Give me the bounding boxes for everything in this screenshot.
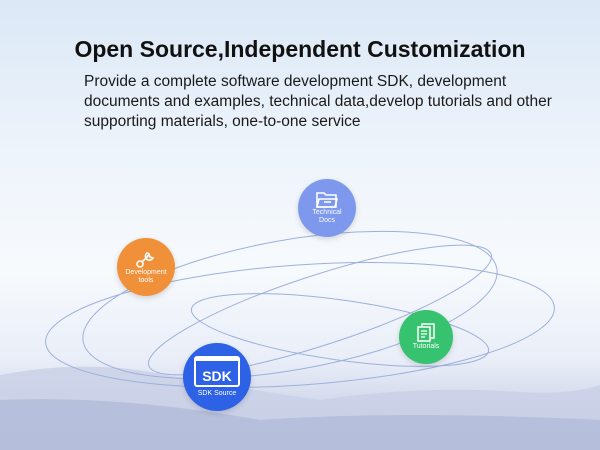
node-label: SDK Source <box>197 390 237 397</box>
node-label: Technical <box>312 209 342 216</box>
description: Provide a complete software development … <box>84 73 552 130</box>
folder-icon <box>315 192 339 208</box>
technical-docs-node: Technical Docs <box>298 179 356 237</box>
page-title: Open Source,Independent Customization <box>74 36 526 62</box>
sdk-window-icon: SDK <box>194 356 240 387</box>
wrench-icon <box>136 252 155 268</box>
sdk-source-node: SDK SDK Source <box>183 343 251 411</box>
node-label: Tutorials <box>412 343 440 350</box>
documents-icon <box>417 323 435 342</box>
node-label: Development <box>125 269 167 276</box>
development-tools-node: Development tools <box>117 238 175 296</box>
node-label: Docs <box>319 217 335 224</box>
tutorials-node: Tutorials <box>399 310 453 364</box>
node-label: tools <box>138 277 154 284</box>
